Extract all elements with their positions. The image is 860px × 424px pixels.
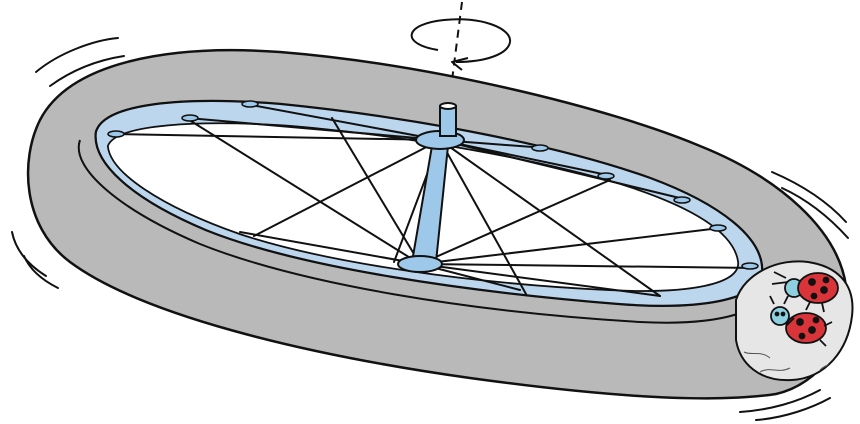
ladybug-bottom <box>769 295 833 347</box>
hub <box>397 102 465 273</box>
rotation-arrow-icon <box>410 18 512 71</box>
ladybug-top <box>771 271 839 313</box>
motion-lines <box>11 37 849 421</box>
spoke-nipples <box>107 100 759 270</box>
